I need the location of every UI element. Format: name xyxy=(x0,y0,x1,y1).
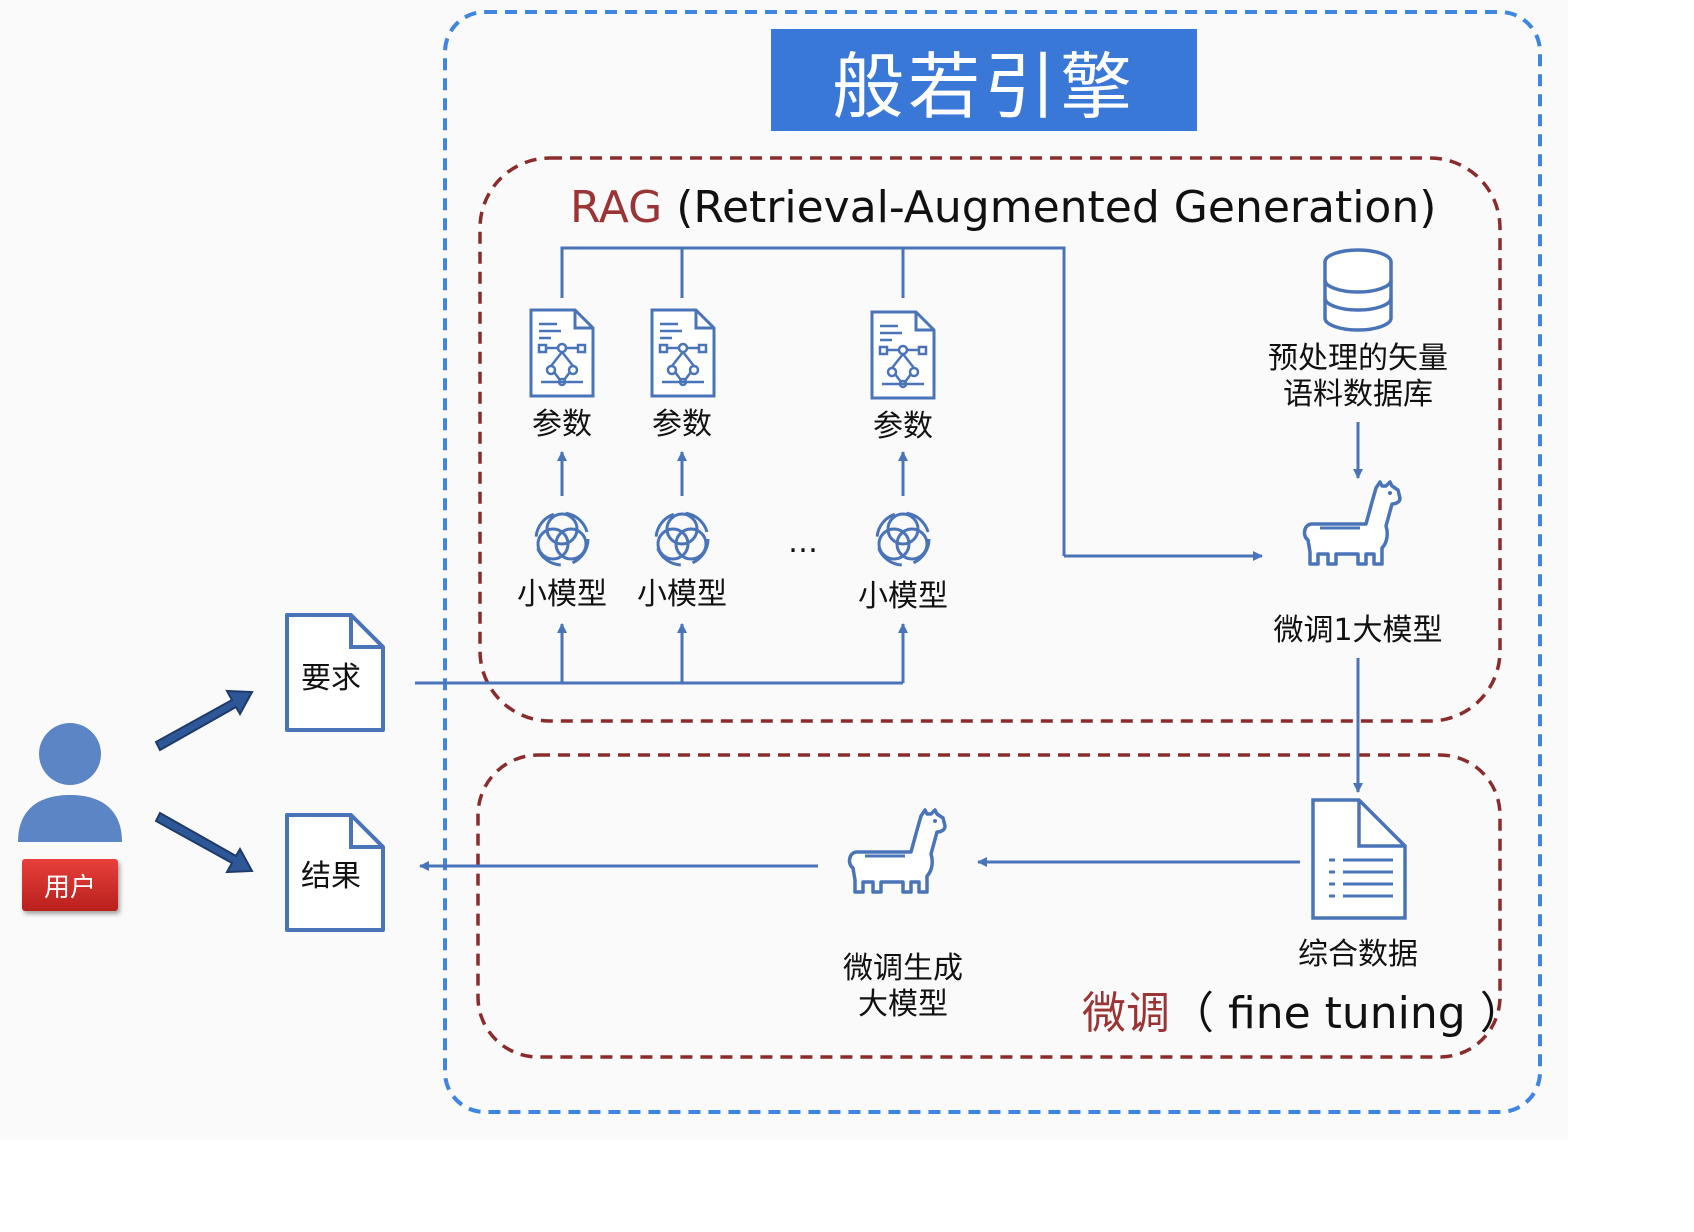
rag-title: RAG (Retrieval-Augmented Generation) xyxy=(570,182,1436,233)
diagram-canvas: RAG (Retrieval-Augmented Generation) 参数 … xyxy=(18,10,1542,1114)
engine-container xyxy=(443,10,1542,1114)
small-model-label-2: 小模型 xyxy=(637,577,727,612)
engine-title: 般若引擎 xyxy=(831,44,1136,129)
finetuned-gen-label-2: 大模型 xyxy=(858,987,948,1022)
synthetic-data-icon xyxy=(1311,798,1407,920)
finetuned-1-label: 微调1大模型 xyxy=(1273,613,1442,648)
finetune-container xyxy=(476,753,1502,1059)
user-badge: 用户 xyxy=(22,859,118,911)
vector-db-label-2: 语料数据库 xyxy=(1283,377,1433,412)
result-doc-icon xyxy=(285,813,385,932)
finetune-title: 微调（ fine tuning ） xyxy=(1082,988,1524,1039)
llama-icon-finetuned-1 xyxy=(1302,480,1402,566)
request-label: 要求 xyxy=(301,661,361,696)
ellipsis: … xyxy=(788,525,818,560)
param-doc-icon-3 xyxy=(870,310,936,400)
result-label: 结果 xyxy=(301,859,361,894)
diagram-svg: RAG (Retrieval-Augmented Generation) 参数 … xyxy=(18,10,1542,1114)
small-model-icon-3 xyxy=(875,511,931,567)
param-label-3: 参数 xyxy=(873,409,933,444)
param-bus xyxy=(560,246,1066,556)
param-doc-icon-1 xyxy=(529,308,595,398)
small-model-icon-1 xyxy=(534,511,590,567)
param-doc-icon-2 xyxy=(650,308,716,398)
param-label-1: 参数 xyxy=(532,407,592,442)
small-model-label-3: 小模型 xyxy=(858,579,948,614)
small-model-icon-2 xyxy=(654,511,710,567)
param-label-2: 参数 xyxy=(652,407,712,442)
user-to-request-arrow xyxy=(154,689,254,752)
user-icon xyxy=(18,723,122,842)
finetuned-gen-label-1: 微调生成 xyxy=(843,951,963,986)
synthetic-data-label: 综合数据 xyxy=(1298,937,1418,972)
database-icon xyxy=(1323,248,1393,332)
rag-container xyxy=(478,156,1502,723)
vector-db-label-1: 预处理的矢量 xyxy=(1268,341,1448,376)
result-to-user-arrow xyxy=(154,811,254,874)
request-doc-icon xyxy=(285,613,385,732)
llama-icon-finetuned-gen xyxy=(847,808,947,894)
small-model-label-1: 小模型 xyxy=(517,577,607,612)
engine-title-banner: 般若引擎 xyxy=(771,29,1197,131)
